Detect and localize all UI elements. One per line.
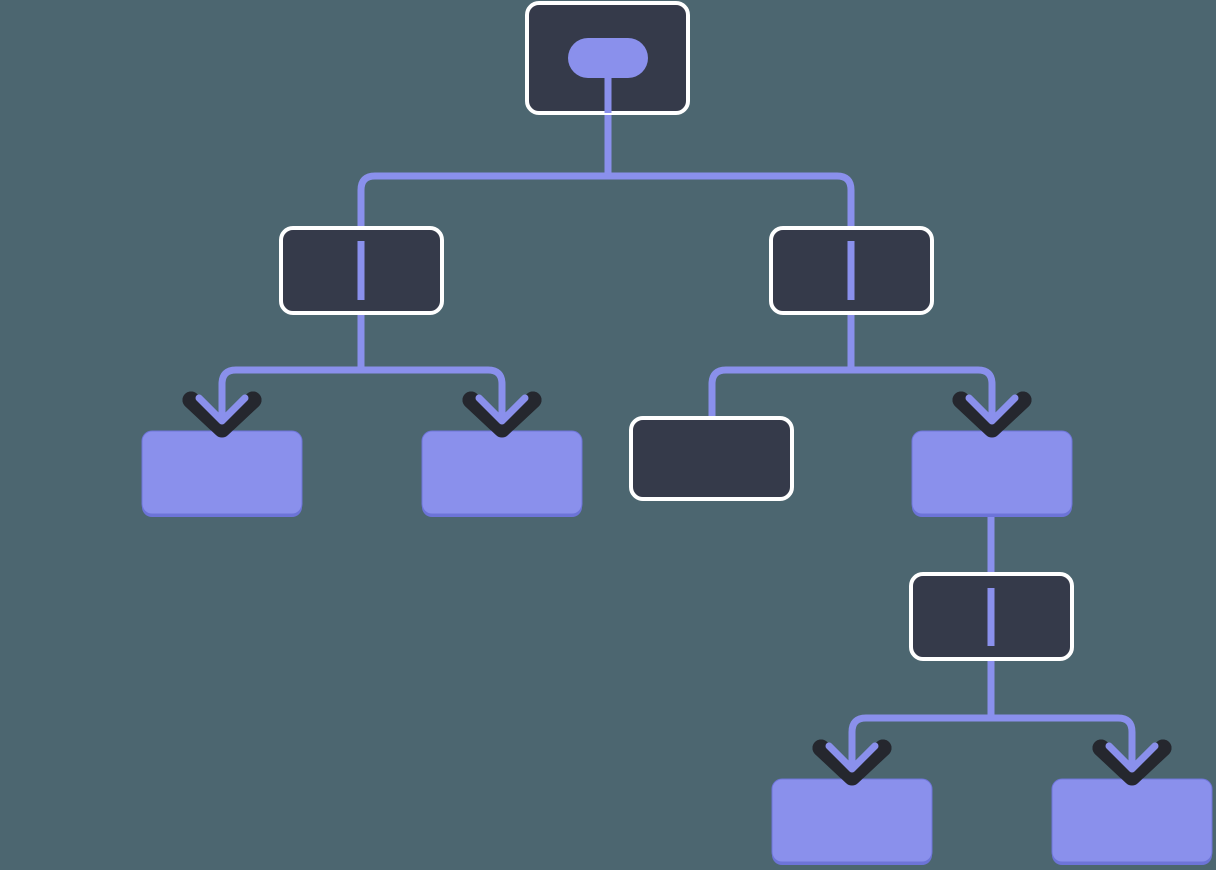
arrowhead-light-overlay-conn-left-leaf1	[195, 394, 249, 425]
node-branch-right[interactable]	[769, 226, 934, 315]
node-leaf-1[interactable]	[141, 430, 303, 517]
node-body[interactable]	[421, 430, 583, 515]
node-body[interactable]	[771, 778, 933, 863]
node-body[interactable]	[629, 416, 794, 501]
connector-conn-root-left	[357, 172, 608, 228]
connector-layer	[218, 113, 1136, 772]
arrowhead-light-overlay-conn-deep-leaf4	[825, 742, 879, 773]
connector-conn-left-leaf2	[361, 366, 506, 424]
pill-glyph	[568, 38, 648, 78]
arrowhead-light-overlay-conn-right-leaf3	[965, 394, 1019, 425]
connector-conn-right-leaf3	[851, 366, 996, 424]
connector-conn-deep-leaf5	[991, 714, 1136, 772]
arrowhead-dark-overlay-conn-deep-leaf5	[1092, 739, 1172, 786]
node-leaf-3[interactable]	[911, 430, 1073, 517]
connector-conn-deep-leaf4	[848, 714, 991, 772]
connector-conn-right-darkplain	[708, 366, 851, 418]
arrowhead-light-overlay-conn-left-leaf2	[475, 394, 529, 425]
node-layer	[141, 1, 1213, 865]
arrowhead-dark-overlay-conn-left-leaf2	[462, 391, 542, 438]
arrowhead-dark-overlay-conn-deep-leaf4	[812, 739, 892, 786]
node-root[interactable]	[525, 1, 690, 115]
arrow-top-layer	[182, 391, 1172, 786]
node-leaf-2[interactable]	[421, 430, 583, 517]
arrowhead-dark-overlay-conn-left-leaf1	[182, 391, 262, 438]
connector-conn-root-right	[608, 172, 855, 228]
node-branch-left[interactable]	[279, 226, 444, 315]
node-branch-deep[interactable]	[909, 572, 1074, 661]
node-leaf-4[interactable]	[771, 778, 933, 865]
arrowhead-dark-overlay-conn-right-leaf3	[952, 391, 1032, 438]
node-node-dark-plain[interactable]	[629, 416, 794, 501]
node-body[interactable]	[1051, 778, 1213, 863]
connector-conn-left-leaf1	[218, 366, 361, 424]
node-body[interactable]	[911, 430, 1073, 515]
arrowhead-light-overlay-conn-deep-leaf5	[1105, 742, 1159, 773]
node-leaf-5[interactable]	[1051, 778, 1213, 865]
node-body[interactable]	[141, 430, 303, 515]
